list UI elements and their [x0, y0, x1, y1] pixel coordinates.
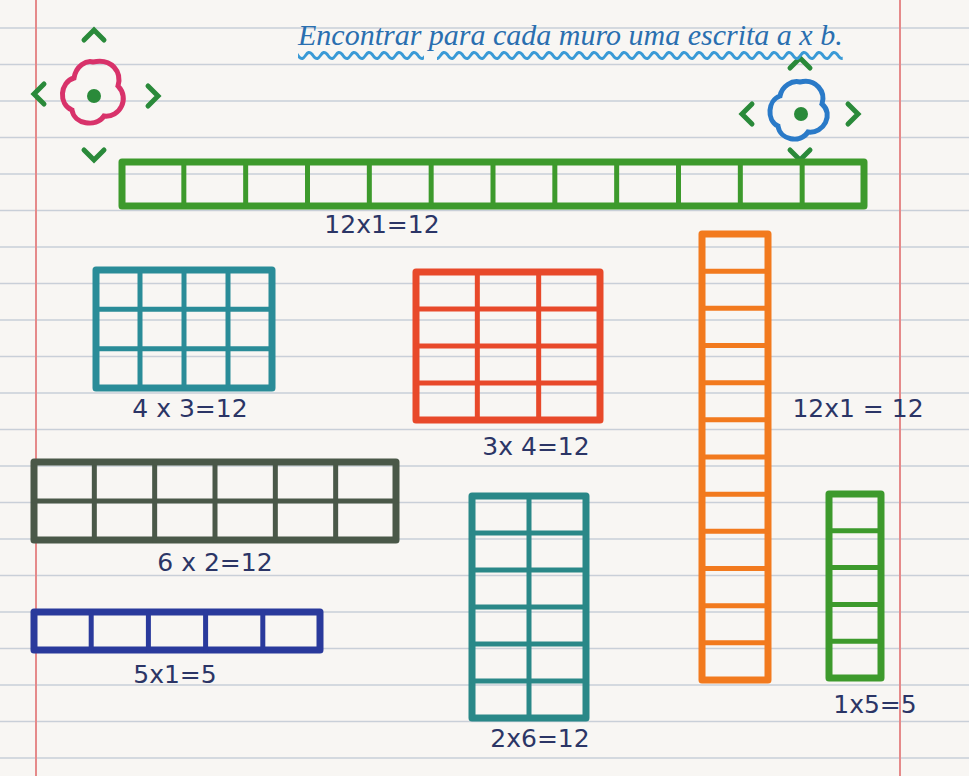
ruled-line — [0, 392, 969, 394]
equation-label: 6 x 2=12 — [157, 548, 272, 577]
wall-grid — [34, 462, 396, 540]
ruled-line — [0, 64, 969, 66]
equation-label: 12x1 = 12 — [792, 394, 923, 423]
blue-flower — [742, 58, 858, 160]
wall-grid — [122, 162, 864, 206]
ruled-line — [0, 173, 969, 175]
wall-grid — [829, 494, 881, 678]
heading: Encontrar para cada muro uma escrita a x… — [250, 14, 870, 56]
ruled-lines — [0, 28, 969, 758]
wall-grid — [702, 234, 768, 680]
walls — [34, 162, 881, 718]
ruled-line — [0, 429, 969, 431]
ruled-line — [0, 502, 969, 504]
equation-label: 3x 4=12 — [482, 432, 589, 461]
wall-grid — [472, 496, 586, 718]
equation-label: 12x1=12 — [324, 210, 439, 239]
ruled-line — [0, 356, 969, 358]
wall-grid — [34, 612, 320, 650]
ruled-line — [0, 137, 969, 139]
pink-flower — [34, 30, 158, 160]
wall-grid — [416, 272, 600, 420]
ruled-line — [0, 757, 969, 759]
ruled-line — [0, 210, 969, 212]
equation-label: 4 x 3=12 — [132, 394, 247, 423]
equation-label: 2x6=12 — [490, 724, 589, 753]
ruled-line — [0, 246, 969, 248]
margin-line — [899, 0, 901, 776]
ruled-line — [0, 575, 969, 577]
ruled-line — [0, 283, 969, 285]
ruled-line — [0, 319, 969, 321]
margin-line — [35, 0, 37, 776]
wall-grid — [96, 270, 272, 388]
equation-label: 1x5=5 — [833, 690, 916, 719]
equation-label: 5x1=5 — [133, 660, 216, 689]
